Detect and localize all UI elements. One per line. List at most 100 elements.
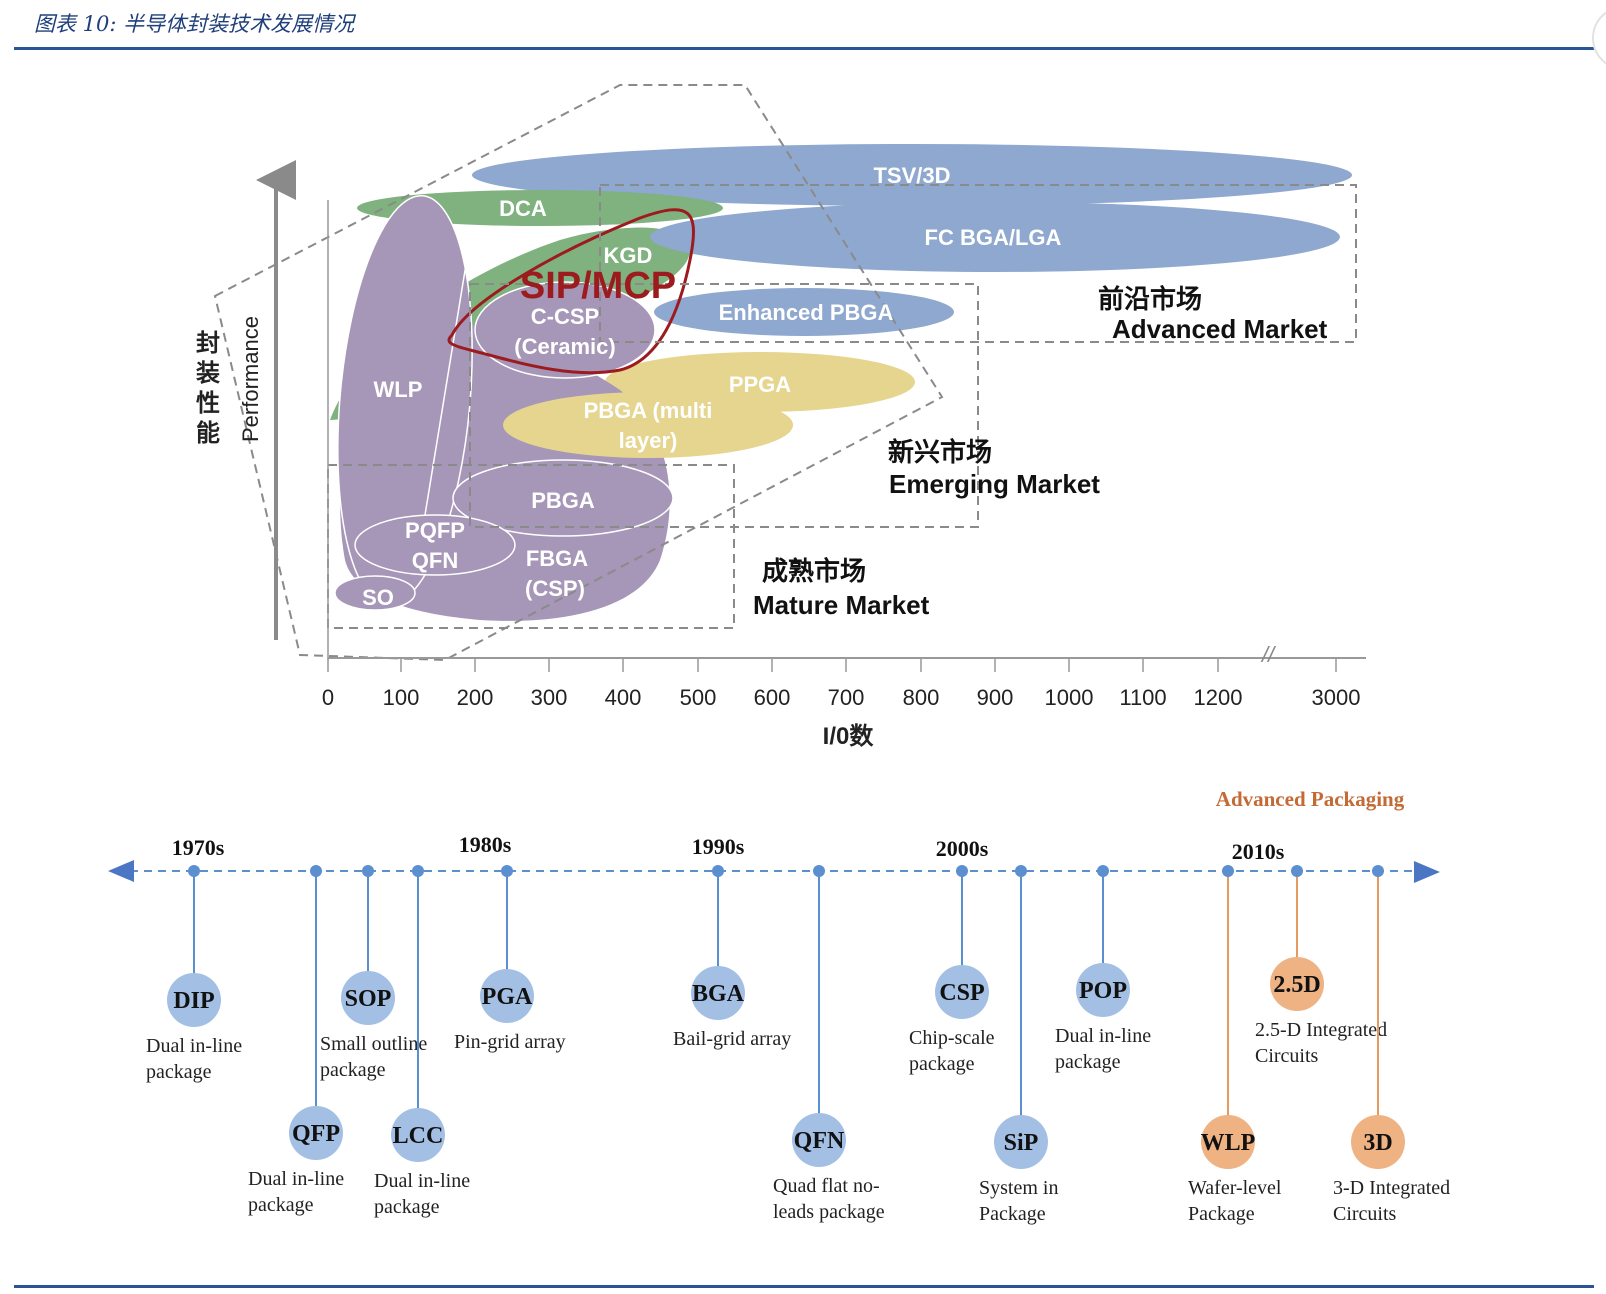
label-dca: DCA bbox=[499, 196, 547, 221]
node-desc-line1: Bail-grid array bbox=[673, 1028, 791, 1050]
timeline-dot bbox=[362, 865, 374, 877]
bubble-pbga bbox=[452, 459, 674, 537]
x-tick-label: 1000 bbox=[1045, 685, 1094, 710]
sip-mcp-outline bbox=[447, 208, 695, 375]
node-abbr: PGA bbox=[482, 984, 533, 1010]
timeline-dot bbox=[1291, 865, 1303, 877]
x-tick-label: 300 bbox=[531, 685, 568, 710]
node-desc-line2: package bbox=[146, 1061, 212, 1083]
x-tick-label: 1200 bbox=[1194, 685, 1243, 710]
timeline-node-pga: PGA Pin-grid array bbox=[454, 865, 566, 1053]
node-desc-line1: Chip-scale bbox=[909, 1027, 995, 1049]
node-desc-line1: Pin-grid array bbox=[454, 1031, 566, 1053]
x-tick-label: 900 bbox=[977, 685, 1014, 710]
x-tick-label: 800 bbox=[903, 685, 940, 710]
node-desc-line1: Quad flat no- bbox=[773, 1175, 880, 1197]
node-desc-line2: package bbox=[248, 1194, 314, 1216]
node-desc-line2: Package bbox=[1188, 1203, 1255, 1225]
timeline-dot bbox=[501, 865, 513, 877]
diagonal-market-band bbox=[213, 84, 944, 662]
node-abbr: 3D bbox=[1363, 1130, 1392, 1156]
node-circle bbox=[994, 1115, 1048, 1169]
x-tick-label: 1100 bbox=[1119, 685, 1166, 710]
x-tick-label: 0 bbox=[322, 685, 334, 710]
node-desc-line1: Dual in-line bbox=[248, 1168, 344, 1190]
node-circle bbox=[167, 973, 221, 1027]
label-fbga-1: FBGA bbox=[526, 546, 588, 571]
timeline-dot bbox=[956, 865, 968, 877]
label-sip-mcp: SIP/MCP bbox=[520, 265, 676, 307]
timeline-dot bbox=[712, 865, 724, 877]
node-desc-line2: Circuits bbox=[1255, 1045, 1319, 1067]
x-axis-label: I/0数 bbox=[823, 723, 875, 750]
wlp-divider bbox=[424, 239, 471, 516]
emerging-market-cn: 新兴市场 bbox=[888, 437, 992, 467]
node-desc-line1: Dual in-line bbox=[374, 1170, 470, 1192]
label-tsv-3d: TSV/3D bbox=[873, 163, 950, 188]
axis-break-mark: // bbox=[1260, 642, 1276, 667]
node-circle bbox=[341, 971, 395, 1025]
node-desc-line1: Wafer-level bbox=[1188, 1177, 1282, 1199]
node-abbr: POP bbox=[1079, 978, 1127, 1004]
timeline-node-csp: CSP Chip-scale package bbox=[909, 865, 995, 1075]
node-desc-line1: System in bbox=[979, 1177, 1058, 1199]
label-qfn: QFN bbox=[412, 548, 458, 573]
label-ppga: PPGA bbox=[729, 372, 791, 397]
node-circle bbox=[1270, 957, 1324, 1011]
label-pbga-multi-1: PBGA (multi bbox=[584, 398, 713, 423]
label-kgd: KGD bbox=[604, 243, 653, 268]
node-desc-line2: package bbox=[909, 1053, 975, 1075]
node-desc-line1: Small outline bbox=[320, 1033, 427, 1055]
node-circle bbox=[289, 1106, 343, 1160]
node-abbr: LCC bbox=[393, 1123, 444, 1149]
bubble-c-csp bbox=[474, 281, 656, 379]
label-c-csp-1: C-CSP bbox=[531, 304, 599, 329]
label-wlp: WLP bbox=[374, 377, 423, 402]
timeline-arrow-left-icon bbox=[108, 860, 134, 882]
figure-title: 图表 10: 半导体封装技术发展情况 bbox=[34, 12, 355, 36]
timeline-dot bbox=[1372, 865, 1384, 877]
mature-market-en: Mature Market bbox=[753, 590, 930, 620]
bubble-pbga-multi bbox=[503, 392, 793, 458]
node-circle bbox=[391, 1108, 445, 1162]
top-rule bbox=[14, 47, 1594, 50]
bubble-tsv-3d bbox=[472, 144, 1352, 206]
node-desc-line2: Circuits bbox=[1333, 1203, 1397, 1225]
timeline-dot bbox=[1015, 865, 1027, 877]
decade-label: 2000s bbox=[936, 836, 989, 861]
node-circle bbox=[691, 966, 745, 1020]
timeline-dot bbox=[1222, 865, 1234, 877]
x-tick-label: 600 bbox=[754, 685, 791, 710]
node-circle bbox=[1351, 1115, 1405, 1169]
label-so: SO bbox=[362, 585, 394, 610]
x-tick-label: 200 bbox=[457, 685, 494, 710]
node-circle bbox=[1201, 1115, 1255, 1169]
emerging-market-box bbox=[469, 283, 979, 528]
bubble-fc-bga-lga bbox=[650, 202, 1340, 272]
x-tick-label: 3000 bbox=[1312, 685, 1361, 710]
timeline-dot bbox=[188, 865, 200, 877]
label-fc-bga-lga: FC BGA/LGA bbox=[925, 225, 1062, 250]
timeline-node-sop: SOP Small outline package bbox=[320, 865, 427, 1081]
decade-label: 2010s bbox=[1232, 839, 1285, 864]
node-circle bbox=[935, 965, 989, 1019]
advanced-market-cn: 前沿市场 bbox=[1098, 284, 1202, 314]
node-desc-line2: package bbox=[320, 1059, 386, 1081]
node-circle bbox=[1076, 963, 1130, 1017]
node-abbr: QFN bbox=[794, 1128, 845, 1154]
node-abbr: CSP bbox=[939, 980, 984, 1006]
advanced-market-box bbox=[599, 184, 1357, 343]
node-abbr: DIP bbox=[173, 988, 214, 1014]
node-abbr: SOP bbox=[345, 986, 392, 1012]
node-abbr: QFP bbox=[292, 1121, 340, 1147]
mature-market-cn: 成熟市场 bbox=[762, 556, 866, 586]
node-circle bbox=[480, 969, 534, 1023]
y-axis-label-en: Performance bbox=[238, 316, 263, 442]
decade-label: 1980s bbox=[459, 832, 512, 857]
